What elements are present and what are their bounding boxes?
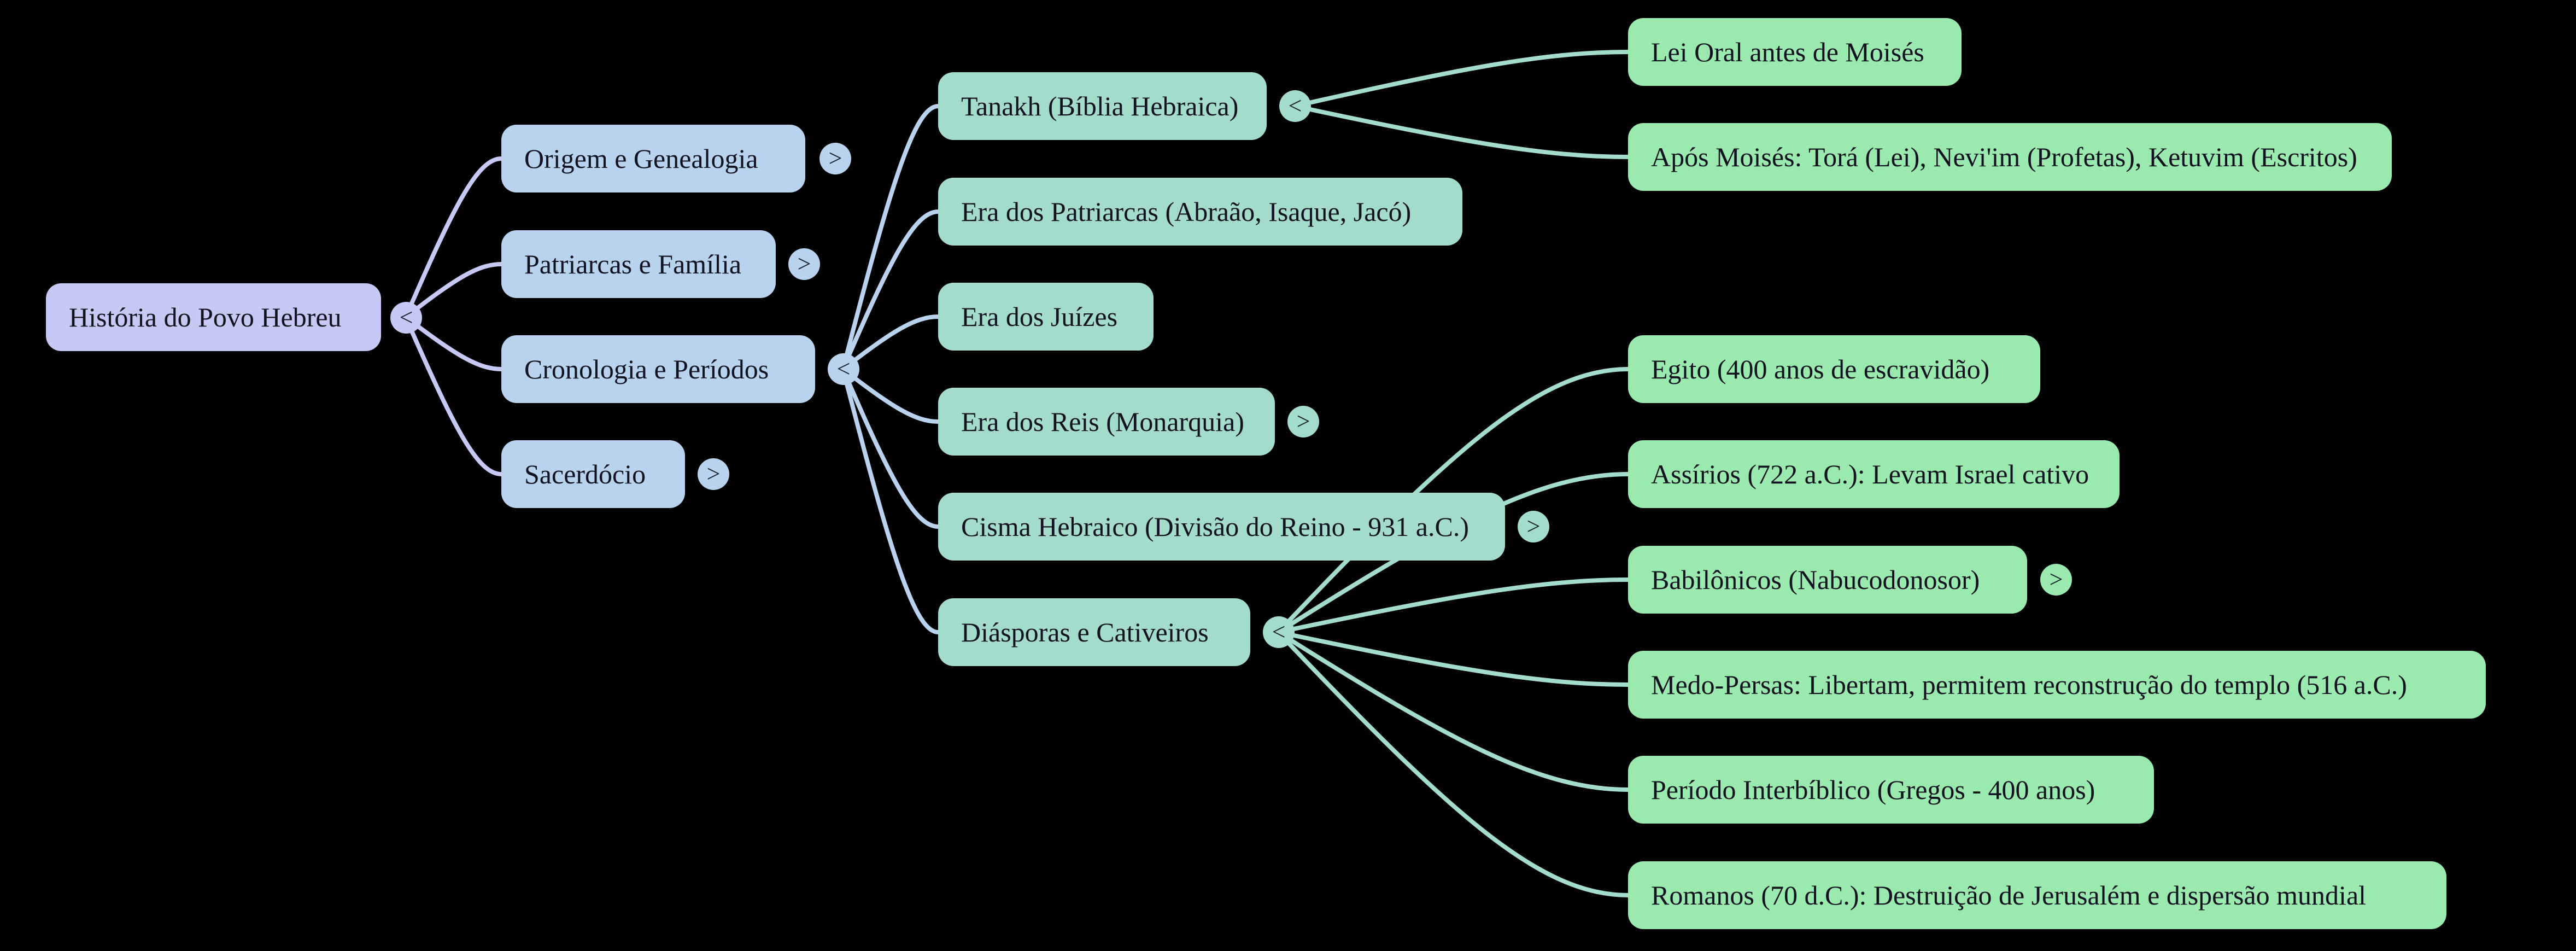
node-label: Período Interbíblico (Gregos - 400 anos) — [1651, 774, 2095, 805]
node-label: Diásporas e Cativeiros — [961, 617, 1209, 647]
edge-cronologia-to-diasporas — [841, 367, 940, 634]
node-era-reis[interactable]: Era dos Reis (Monarquia) — [938, 388, 1275, 456]
node-egito[interactable]: Egito (400 anos de escravidão) — [1628, 335, 2040, 403]
node-label: Romanos (70 d.C.): Destruição de Jerusal… — [1651, 880, 2367, 911]
node-label: Medo-Persas: Libertam, permitem reconstr… — [1651, 669, 2407, 700]
edge-tanakh-to-lei-oral — [1292, 50, 1630, 108]
node-periodo-interbiblico[interactable]: Período Interbíblico (Gregos - 400 anos) — [1628, 756, 2154, 824]
node-diasporas-cativeiros[interactable]: Diásporas e Cativeiros — [938, 598, 1250, 666]
toggle-origem-genealogia[interactable]: > — [819, 143, 851, 174]
toggle-diasporas-cativeiros[interactable]: < — [1263, 616, 1295, 648]
node-era-juizes[interactable]: Era dos Juízes — [938, 283, 1154, 351]
toggle-era-reis[interactable]: > — [1287, 406, 1319, 437]
node-label: Era dos Reis (Monarquia) — [961, 406, 1244, 437]
node-label: Egito (400 anos de escravidão) — [1651, 354, 1990, 384]
edge-cronologia-to-era-reis — [841, 367, 940, 424]
toggle-historia-povo-hebreu[interactable]: < — [390, 302, 422, 334]
node-babilonicos[interactable]: Babilônicos (Nabucodonosor) — [1628, 546, 2027, 614]
edge-cronologia-to-era-patriarcas — [841, 209, 940, 371]
node-sacerdocio[interactable]: Sacerdócio — [501, 440, 685, 508]
edge-cronologia-to-cisma — [841, 367, 940, 529]
node-label: Era dos Patriarcas (Abraão, Isaque, Jacó… — [961, 196, 1412, 227]
toggle-cronologia-periodos[interactable]: < — [828, 353, 859, 385]
edge-diasporas-to-romanos — [1276, 630, 1630, 897]
node-assirios[interactable]: Assírios (722 a.C.): Levam Israel cativo — [1628, 440, 2120, 508]
toggle-sacerdocio[interactable]: > — [698, 458, 729, 490]
node-label: História do Povo Hebreu — [69, 302, 342, 332]
edge-cronologia-to-era-juizes — [841, 314, 940, 371]
node-origem-genealogia[interactable]: Origem e Genealogia — [501, 125, 805, 192]
edge-tanakh-to-apos-moises — [1292, 104, 1630, 159]
toggle-cisma-hebraico[interactable]: > — [1518, 511, 1549, 542]
edge-root-to-cronologia — [403, 315, 504, 371]
node-patriarcas-familia[interactable]: Patriarcas e Família — [501, 230, 776, 298]
node-cisma-hebraico[interactable]: Cisma Hebraico (Divisão do Reino - 931 a… — [938, 493, 1505, 561]
node-label: Lei Oral antes de Moisés — [1651, 37, 1924, 67]
node-tanakh[interactable]: Tanakh (Bíblia Hebraica) — [938, 72, 1267, 140]
node-medo-persas[interactable]: Medo-Persas: Libertam, permitem reconstr… — [1628, 651, 2486, 719]
node-lei-oral[interactable]: Lei Oral antes de Moisés — [1628, 18, 1962, 86]
node-label: Origem e Genealogia — [524, 143, 758, 174]
node-cronologia-periodos[interactable]: Cronologia e Períodos — [501, 335, 815, 403]
edge-root-to-origem — [403, 156, 504, 319]
edge-root-to-patriarcas — [403, 262, 504, 319]
edge-diasporas-to-medo-persas — [1276, 630, 1630, 687]
toggle-tanakh[interactable]: < — [1279, 90, 1311, 122]
edge-diasporas-to-periodo-interbiblico — [1276, 630, 1630, 792]
node-label: Assírios (722 a.C.): Levam Israel cativo — [1651, 459, 2089, 489]
node-label: Após Moisés: Torá (Lei), Nevi'im (Profet… — [1651, 142, 2357, 172]
toggle-babilonicos[interactable]: > — [2040, 564, 2072, 596]
toggle-patriarcas-familia[interactable]: > — [788, 248, 820, 280]
node-label: Cisma Hebraico (Divisão do Reino - 931 a… — [961, 511, 1469, 542]
node-label: Patriarcas e Família — [524, 249, 742, 279]
edge-cronologia-to-tanakh — [841, 104, 940, 371]
node-label: Era dos Juízes — [961, 301, 1118, 332]
edge-root-to-sacerdocio — [403, 315, 504, 476]
node-romanos[interactable]: Romanos (70 d.C.): Destruição de Jerusal… — [1628, 861, 2446, 929]
node-apos-moises[interactable]: Após Moisés: Torá (Lei), Nevi'im (Profet… — [1628, 123, 2392, 191]
node-historia-povo-hebreu[interactable]: História do Povo Hebreu — [46, 283, 381, 351]
node-label: Sacerdócio — [524, 459, 646, 489]
edge-diasporas-to-babilonicos — [1276, 577, 1630, 634]
node-era-patriarcas[interactable]: Era dos Patriarcas (Abraão, Isaque, Jacó… — [938, 178, 1462, 246]
node-label: Tanakh (Bíblia Hebraica) — [961, 91, 1239, 121]
node-label: Babilônicos (Nabucodonosor) — [1651, 564, 1980, 595]
node-label: Cronologia e Períodos — [524, 354, 769, 384]
